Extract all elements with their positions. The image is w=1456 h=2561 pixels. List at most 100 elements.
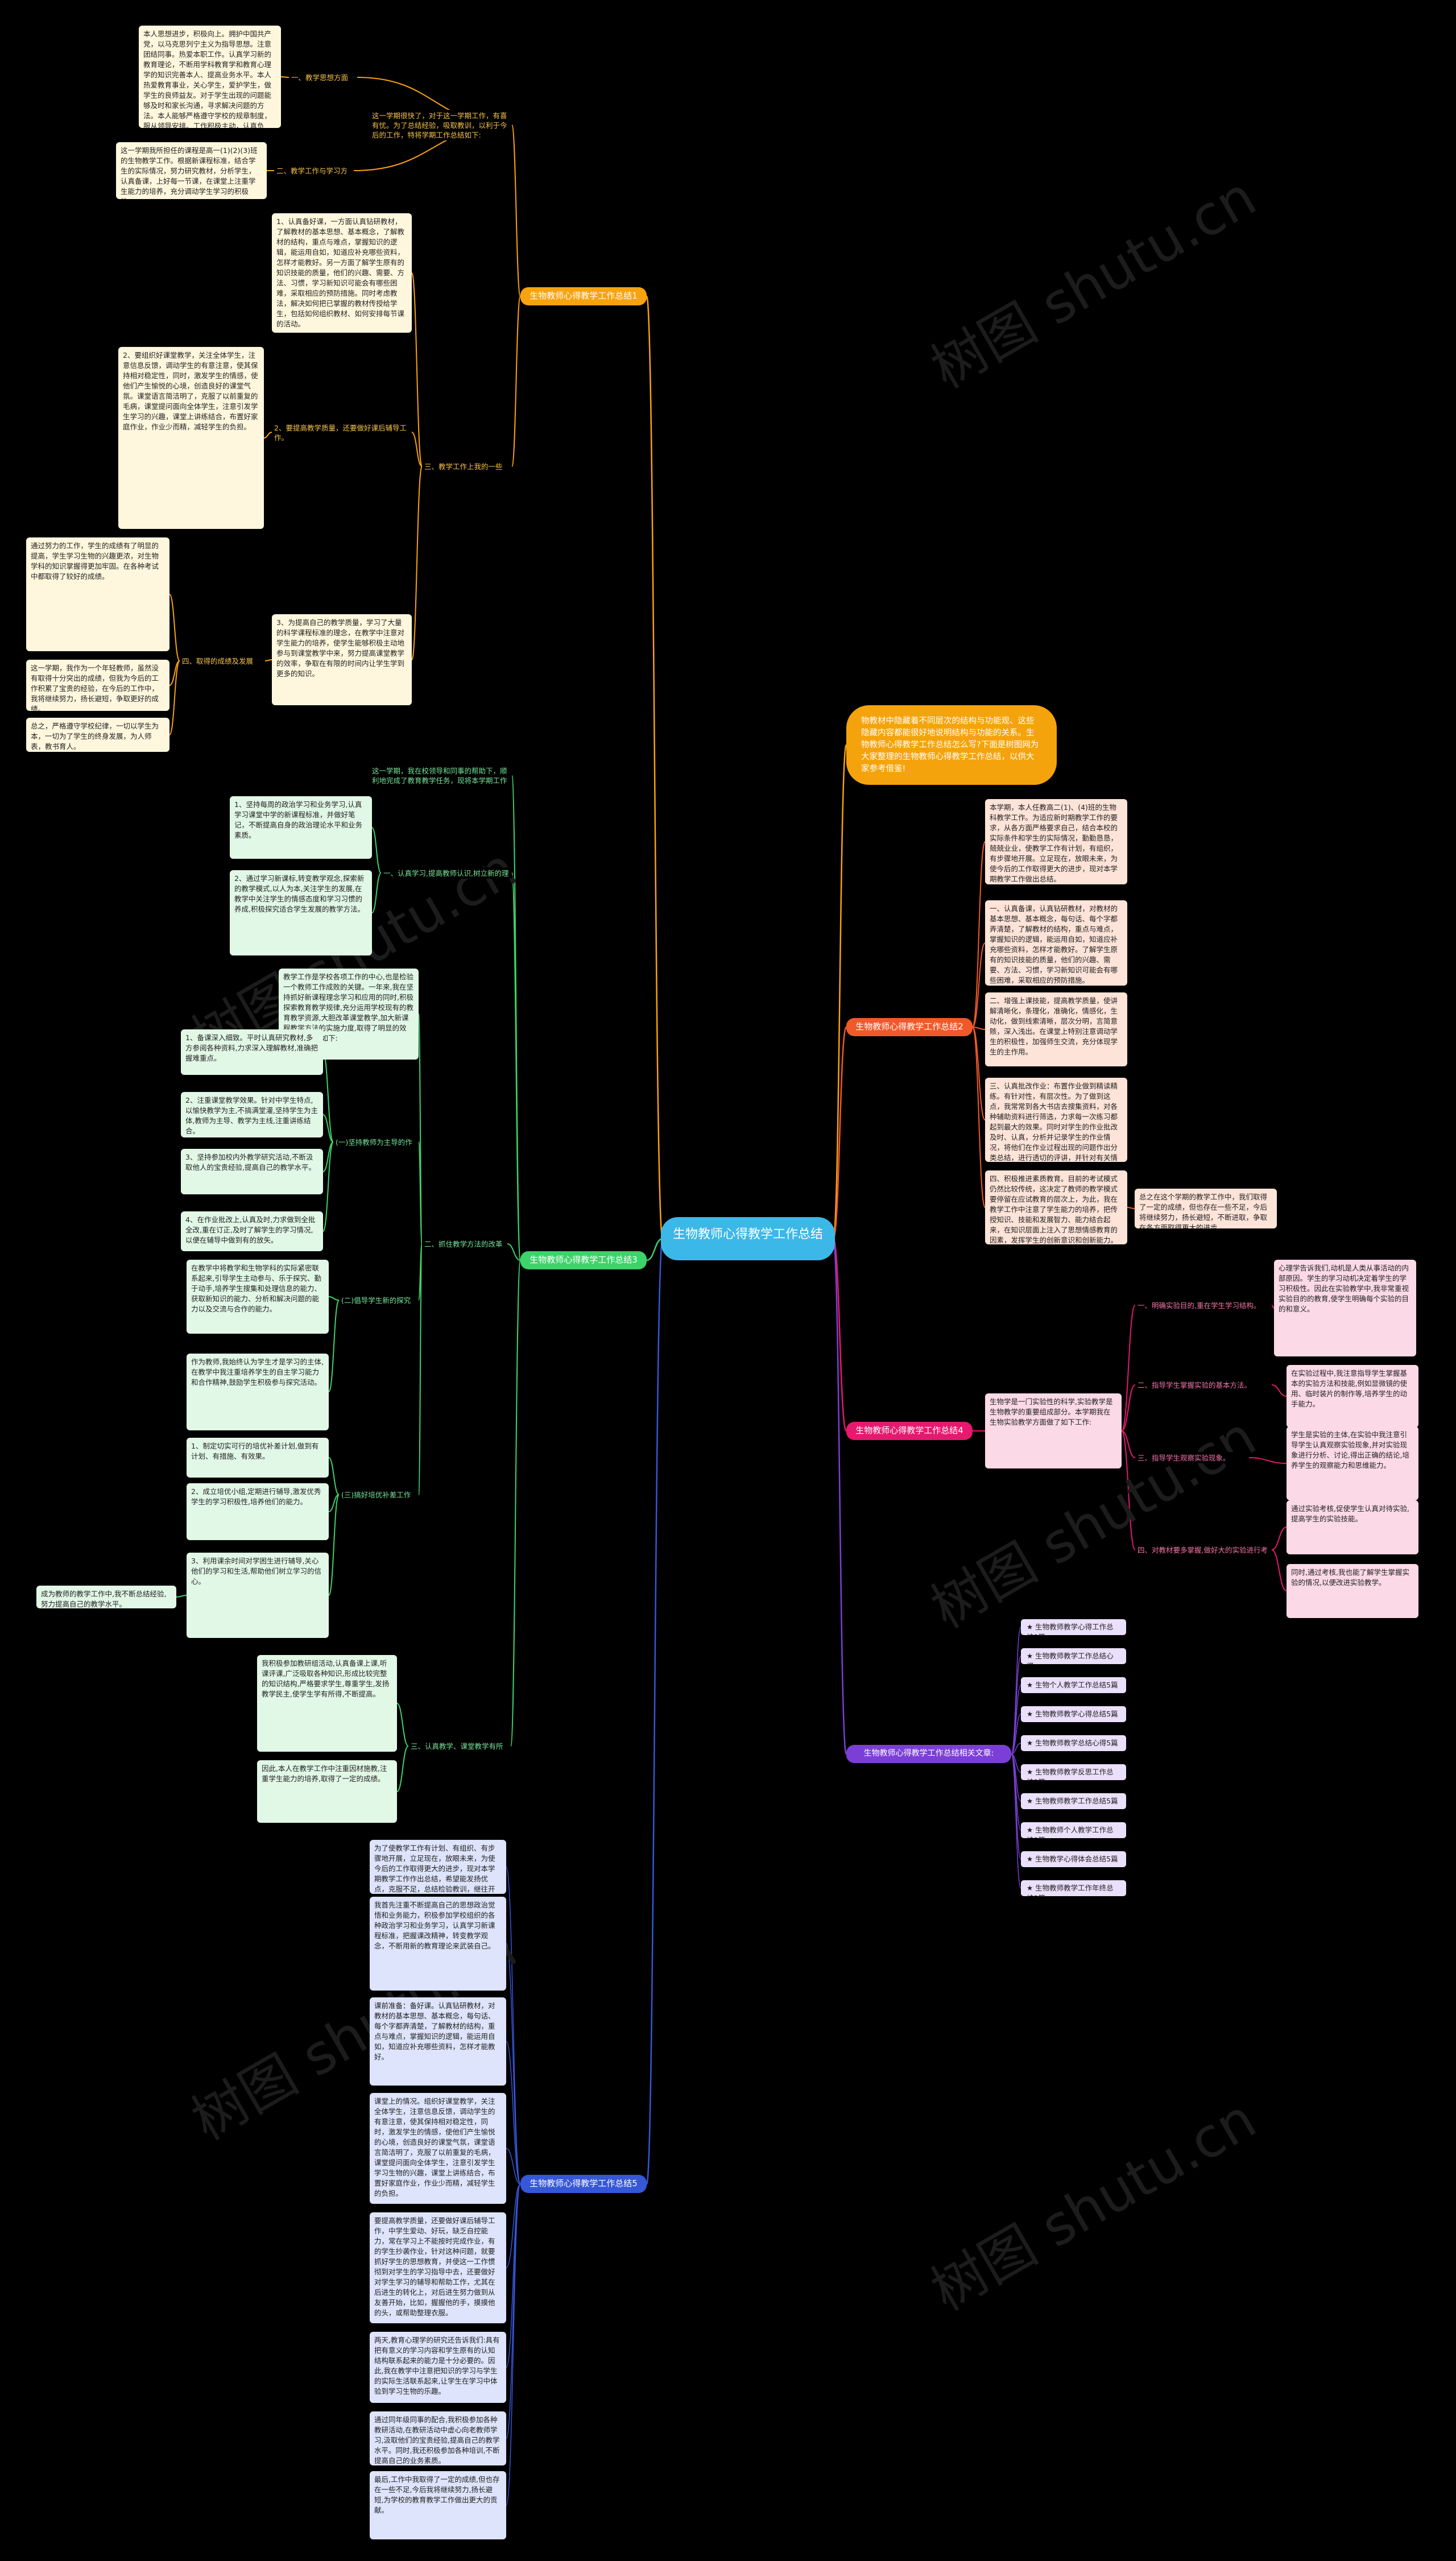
b3-t1-label[interactable]: (一)坚持教师为主导的作用 — [333, 1136, 419, 1148]
b4-sub-observe[interactable]: 三、指导学生观察实验现象。 — [1135, 1452, 1249, 1463]
connector — [371, 872, 382, 913]
branch-related-articles[interactable]: 生物教师心得教学工作总结相关文章: — [846, 1745, 1011, 1763]
intro-summary[interactable]: 物教材中隐藏着不同层次的结构与功能观、这些隐藏内容都能很好地说明结构与功能的关系… — [846, 705, 1057, 785]
b4-sub-assess[interactable]: 四、对教材要多掌握,做好大的实验进行考核 — [1135, 1544, 1272, 1555]
b4-assess-a[interactable]: 通过实验考核,促使学生认真对待实验,提高学生的实验技能。 — [1287, 1500, 1418, 1554]
b4-purpose-text[interactable]: 心理学告诉我们,动机是人类从事活动的内部原因。学生的学习动机决定着学生的学习积极… — [1274, 1260, 1416, 1356]
b3-t1-d[interactable]: 4、在作业批改上,认真及时,力求做到全批全改,重在订正,及时了解学生的学习情况,… — [181, 1211, 323, 1251]
b4-observe-text[interactable]: 学生是实验的主体,在实验中我注意引导学生认真观察实验现象,并对实验现象进行分析、… — [1287, 1426, 1418, 1500]
b3-classroom-b[interactable]: 因此,本人在教学工作中注重因材施教,注重学生能力的培养,取得了一定的成绩。 — [257, 1760, 397, 1823]
related-article-link[interactable]: ★ 生物教师教学心得总结5篇 — [1021, 1706, 1126, 1722]
b3-t3-label[interactable]: (三)搞好培优补差工作 — [339, 1489, 419, 1500]
b1-sub-teaching-work[interactable]: 二、教学工作与学习方面 — [274, 165, 354, 176]
connector — [328, 1296, 340, 1301]
b1-sub-practices[interactable]: 三、教学工作上我的一些作法是: — [422, 461, 507, 472]
b3-t3-a[interactable]: 1、制定切实可行的培优补差计划,做到有计划、有措施、有效果。 — [187, 1438, 329, 1478]
connector — [1271, 1384, 1287, 1397]
connector — [264, 659, 272, 661]
b4-lead[interactable]: 生物学是一门实验性的科学,实验教学是生物教学的重要组成部分。本学期我在生物实验教… — [985, 1393, 1122, 1468]
branch-summary-4[interactable]: 生物教师心得教学工作总结4 — [846, 1422, 973, 1440]
b4-methods-text[interactable]: 在实验过程中,我注意指导学生掌握基本的实验方法和技能,例如显微镜的使用、临时装片… — [1287, 1365, 1418, 1428]
branch-summary-3[interactable]: 生物教师心得教学工作总结3 — [520, 1251, 647, 1269]
b6-paragraph[interactable]: 课前准备：备好课。认真钻研教材，对教材的基本思想、基本概念，每句话、每个字都弄清… — [370, 1997, 506, 2086]
connector — [506, 2148, 521, 2184]
b3-sub-method[interactable]: 二、抓住教学方法的改革 — [422, 1238, 507, 1250]
connector — [1121, 1430, 1136, 1550]
b1-practice-2-label[interactable]: 2、要提高教学质量，还要做好课后辅导工作。 — [272, 422, 412, 444]
connector — [832, 744, 847, 1240]
b6-paragraph[interactable]: 最后,工作中我取得了一定的成绩,但也存在一些不足,今后我将继续努力,扬长避短,为… — [370, 2471, 506, 2539]
related-article-link[interactable]: ★ 生物教师教学心得工作总结5篇 — [1021, 1619, 1126, 1635]
related-article-link[interactable]: ★ 生物教师个人教学工作总结5篇 — [1021, 1822, 1126, 1838]
b3-t3-side[interactable]: 成为教师的教学工作中,我不断总结经验,努力提高自己的教学水平。 — [36, 1586, 176, 1608]
b1-sub-results[interactable]: 四、取得的成绩及发展 — [180, 655, 265, 667]
b1-practice-3[interactable]: 3、为提高自己的教学质量，学习了大量的科学课程标准的理念，在教学中注意对学生能力… — [272, 614, 412, 705]
connector — [972, 841, 986, 1028]
b4-assess-b[interactable]: 同时,通过考核,我也能了解学生掌握实验的情况,以便改进实验教学。 — [1287, 1564, 1418, 1618]
b1-results-a[interactable]: 通过努力的工作，学生的成绩有了明显的提高，学生学习生物的兴趣更浓，对生物学科的知… — [26, 537, 169, 651]
b2-para-3[interactable]: 二、增强上课技能，提高教学质量，使讲解清晰化，条理化，准确化，情感化，生动化，做… — [985, 992, 1127, 1066]
connector — [972, 1027, 986, 1030]
b6-paragraph[interactable]: 要提高教学质量，还要做好课后辅导工作，中学生爱动、好玩，缺乏自控能力，常在学习上… — [370, 2212, 506, 2323]
b3-study-b[interactable]: 2、通过学习新课标,转变教学观念,探索新的教学模式,以人为本,关注学生的发展,在… — [230, 870, 372, 955]
connector — [832, 1238, 847, 1755]
b1-results-b[interactable]: 这一学期，我作为一个年轻教师，虽然没有取得十分突出的成绩，但我为今后的工作积累了… — [26, 660, 169, 711]
b3-lead[interactable]: 这一学期，我在校领导和同事的帮助下，顺利地完成了教育教学任务，现将本学期工作总结… — [370, 765, 512, 787]
connector — [418, 1141, 423, 1244]
connector — [511, 125, 521, 297]
connector — [169, 660, 180, 735]
related-article-link[interactable]: ★ 生物教师教学工作总结心得 — [1021, 1648, 1126, 1664]
connector — [396, 1703, 409, 1747]
connector — [328, 1300, 340, 1392]
b3-t2-a[interactable]: 在教学中将教学和生物学科的实际紧密联系起来,引导学生主动参与、乐于探究、勤于动手… — [187, 1260, 329, 1334]
connector — [418, 1243, 423, 1495]
root-topic[interactable]: 生物教师心得教学工作总结 — [661, 1217, 835, 1260]
b6-paragraph[interactable]: 课堂上的情况。组织好课堂教学，关注全体学生，注意信息反馈，调动学生的有意注意，使… — [370, 2093, 506, 2204]
related-article-link[interactable]: ★ 生物教学心得体会总结5篇 — [1021, 1851, 1126, 1867]
branch-summary-2[interactable]: 生物教师心得教学工作总结2 — [846, 1018, 973, 1036]
b3-classroom-a[interactable]: 我积极参加教研组活动,认真备课上课,听课评课,广泛吸取各种知识,形成比较完整的知… — [257, 1655, 397, 1752]
b3-t3-b[interactable]: 2、成立培优小组,定期进行辅导,激发优秀学生的学习积极性,培养他们的能力。 — [187, 1483, 329, 1540]
b2-para-5[interactable]: 四、积极推进素质教育。目前的考试模式仍然比较传统，这决定了教师的教学模式要停留在… — [985, 1170, 1127, 1244]
b1-practice-2[interactable]: 2、要组织好课堂教学，关注全体学生，注意信息反馈，调动学生的有意注意，使其保持相… — [118, 347, 264, 529]
related-article-link[interactable]: ★ 生物教师教学工作年终总结5篇 — [1021, 1880, 1126, 1896]
b4-sub-purpose[interactable]: 一、明确实验目的,重在学生学习结构。 — [1135, 1300, 1272, 1311]
b1-text-teaching-ideas[interactable]: 本人思想进步，积极向上。拥护中国共产党，以马克思列宁主义为指导思想。注意团结同事… — [139, 26, 281, 128]
related-article-link[interactable]: ★ 生物教师教学工作总结5篇 — [1021, 1793, 1126, 1809]
b3-t1-c[interactable]: 3、坚持参加校内外教学研究活动,不断汲取他人的宝贵经验,提高自己的教学水平。 — [181, 1149, 323, 1194]
b1-results-c[interactable]: 总之，严格遵守学校纪律，一切以学生为本，一切为了学生的终身发展，为人师表，教书育… — [26, 718, 169, 752]
b2-para-2[interactable]: 一、认真备课，认真钻研教材，对教材的基本思想、基本概念，每句话、每个字都弄清楚，… — [985, 900, 1127, 986]
b2-para-1[interactable]: 本学期，本人任教高二(1)、(4)班的生物科教学工作。为适应新时期教学工作的要求… — [985, 799, 1127, 884]
connector — [646, 295, 664, 1240]
b1-sub-teaching-ideas[interactable]: 一、教学思想方面 — [289, 72, 357, 83]
b1-text-teaching-work[interactable]: 这一学期我所担任的课程是高一(1)(2)(3)班的生物教学工作。根据新课程标准，… — [116, 142, 267, 199]
b3-t2-b[interactable]: 作为教师,我始终认为学生才是学习的主体,在教学中我注重培养学生的自主学习能力和合… — [187, 1354, 329, 1430]
b2-para-4[interactable]: 三、认真批改作业：布置作业做到精读精练。有针对性，有层次性。为了做到这点，我常常… — [985, 1078, 1127, 1162]
related-article-link[interactable]: ★ 生物教师教学总结心得5篇 — [1021, 1735, 1126, 1751]
related-article-link[interactable]: ★ 生物教师教学反思工作总结5篇 — [1021, 1764, 1126, 1780]
branch-summary-5[interactable]: 生物教师心得教学工作总结5 — [520, 2175, 647, 2193]
b6-paragraph[interactable]: 通过同年级同事的配合,我积极参加各种教研活动,在教研活动中虚心向老教师学习,汲取… — [370, 2411, 506, 2465]
connector — [1011, 1714, 1021, 1755]
b3-t3-c[interactable]: 3、利用课余时间对学困生进行辅导,关心他们的学习和生活,帮助他们树立学习的信心。 — [187, 1553, 329, 1638]
b6-paragraph[interactable]: 我首先注重不断提高自己的思想政治觉悟和业务能力，积极参加学校组织的各种政治学习和… — [370, 1897, 506, 1991]
related-article-link[interactable]: ★ 生物个人教学工作总结5篇 — [1021, 1677, 1126, 1693]
b3-t2-label[interactable]: (二)倡导学生新的探究 — [339, 1294, 419, 1306]
b3-sub-classroom[interactable]: 三、认真教学、课堂教学有所得 — [408, 1740, 511, 1752]
connector — [411, 466, 423, 660]
connector — [832, 1026, 847, 1240]
b1-practice-1[interactable]: 1、认真备好课，一方面认真钻研教材，了解教材的基本思想、基本概念，了解教材的结构… — [272, 213, 412, 333]
connector — [322, 1114, 334, 1143]
b3-sub-study[interactable]: 一、认真学习,提高教师认识,树立新的理念 — [381, 867, 512, 879]
branch-summary-1[interactable]: 生物教师心得教学工作总结1 — [520, 287, 647, 305]
b3-study-a[interactable]: 1、坚持每周的政治学习和业务学习,认真学习课堂中学的新课程标准，并做好笔记，不断… — [230, 796, 372, 859]
b4-sub-methods[interactable]: 二、指导学生掌握实验的基本方法。 — [1135, 1379, 1272, 1391]
b3-t1-b[interactable]: 2、注重课堂教学效果。针对中学生特点,以愉快教学为主,不搞满堂灌,坚持学生为主体… — [181, 1092, 323, 1137]
b6-paragraph[interactable]: 两天,教育心理学的研究还告诉我们:具有把有意义的学习内容和学生原有的认知结构联系… — [370, 2332, 506, 2403]
connector — [506, 1866, 521, 2184]
b6-paragraph[interactable]: 为了使教学工作有计划、有组织、有步骤地开展，立足现在，放眼未来，为使今后的工作取… — [370, 1840, 506, 1894]
b3-t1-a[interactable]: 1、备课深入细致。平时认真研究教材,多方参阅各种资料,力求深入理解教材,准确把握… — [181, 1029, 323, 1075]
b1-lead[interactable]: 这一学期很快了，对于这一学期工作，有喜有忧。为了总结经验，吸取教训，以利于今后的… — [370, 110, 512, 140]
b2-tail[interactable]: 总之在这个学期的教学工作中，我们取得了一定的成绩，但也存在一些不足，今后将继续努… — [1135, 1189, 1277, 1228]
connector — [371, 827, 382, 874]
